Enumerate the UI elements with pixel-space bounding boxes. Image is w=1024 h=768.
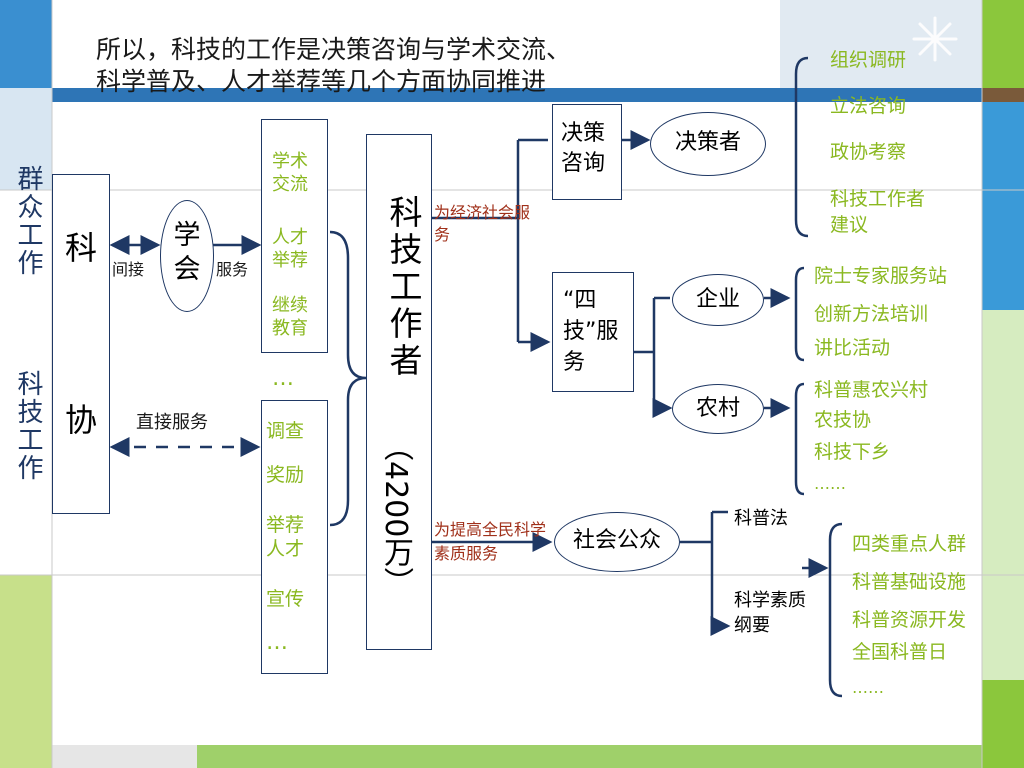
worker-box: 科技工作者 （4200万） [366,134,432,650]
branch-public [680,510,728,626]
xuehui-item-3: 继续教育 [272,295,308,339]
decision-item-2: 立法咨询 [830,95,907,117]
decision-item-4: 科技工作者建议 [830,188,926,236]
enterprise-label: 企业 [695,287,740,312]
quality-outline-label: 科学素质纲要 [734,590,806,636]
brace-enterprise [794,266,805,362]
decision-box-label: 决策咨询 [561,121,606,176]
page-title: 所以，科技的工作是决策咨询与学术交流、 科学普及、人才举荐等几个方面协同推进 [96,34,571,98]
four-tech-box: “四技”服务 [552,272,634,392]
indirect-label: 间接 [112,260,145,279]
title-line-1: 所以，科技的工作是决策咨询与学术交流、 [96,35,572,64]
public-node: 社会公众 [554,512,680,572]
worker-label: 科技工作者 [384,195,423,380]
xuehui-node: 学会 [160,200,214,312]
xuehui-item-1: 学术交流 [272,151,308,195]
public-label: 社会公众 [572,528,661,553]
rural-item-4: …… [814,474,846,493]
kexie-top-char: 科 [64,229,97,267]
rural-item-1: 科普惠农兴村 [814,379,929,401]
kexie-bottom-char: 协 [64,401,97,439]
science-work-label: 科技工作 [13,370,43,482]
public-item-3: 科普资源开发 [852,609,967,631]
rural-item-3: 科技下乡 [814,441,891,463]
direct-item-3: 举荐人才 [266,514,305,560]
decision-actor-label: 决策者 [674,130,741,155]
branch-top [432,138,548,342]
enterprise-item-1: 院士专家服务站 [814,265,948,287]
xuehui-items-box: 学术交流 人才举荐 继续教育 [261,119,328,353]
branch-enterprise-rural [634,296,670,408]
rural-node: 农村 [672,384,764,434]
xuehui-label: 学会 [173,220,201,285]
direct-service-label: 直接服务 [136,412,208,433]
public-item-5: …… [852,678,884,697]
enterprise-item-3: 讲比活动 [814,337,891,359]
public-quality-label: 为提高全民科学素质服务 [434,520,547,563]
direct-item-4: 宣传 [266,588,305,610]
rural-item-2: 农技协 [814,409,872,431]
mass-work-label: 群众工作 [13,165,43,277]
brace-rural [794,382,805,496]
brace-to-worker [329,230,367,527]
science-law-label: 科普法 [734,508,788,529]
enterprise-node: 企业 [672,274,764,326]
decision-item-3: 政协考察 [830,141,907,163]
public-item-1: 四类重点人群 [852,533,967,555]
decision-actor-node: 决策者 [650,112,766,176]
public-item-4: 全国科普日 [852,641,948,663]
title-line-2: 科学普及、人才举荐等几个方面协同推进 [96,67,547,96]
decision-item-1: 组织调研 [830,49,907,71]
decision-box: 决策咨询 [552,104,622,200]
direct-items-box: 调查 奖励 举荐人才 宣传 … [261,400,328,674]
direct-item-5: … [266,630,288,655]
four-tech-label: “四技”服务 [563,288,619,375]
rural-label: 农村 [695,396,740,421]
enterprise-item-2: 创新方法培训 [814,303,929,325]
kexie-box: 科 协 [52,174,110,514]
brace-public [828,522,843,698]
xuehui-item-2: 人才举荐 [272,227,308,271]
direct-item-1: 调查 [266,420,305,442]
mid-ellipsis: … [272,366,294,391]
worker-count: （4200万） [378,431,413,598]
brace-decision [794,56,809,238]
service-label: 服务 [216,260,249,279]
direct-item-2: 奖励 [266,464,305,486]
economic-service-label: 为经济社会服务 [434,203,531,244]
public-item-2: 科普基础设施 [852,571,967,593]
